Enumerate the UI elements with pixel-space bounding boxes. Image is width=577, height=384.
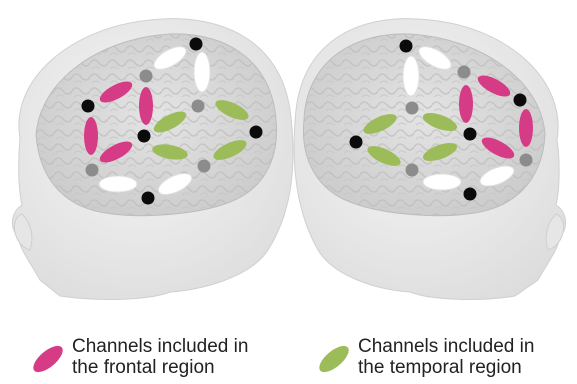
optode-source xyxy=(400,40,413,53)
optode-source xyxy=(138,130,151,143)
channel-other xyxy=(403,56,419,96)
optode-source xyxy=(350,136,363,149)
optode-detector xyxy=(406,102,419,115)
optode-source xyxy=(250,126,263,139)
optode-detector xyxy=(520,154,533,167)
legend-temporal-swatch xyxy=(314,337,354,377)
channel-frontal xyxy=(459,85,473,123)
legend-frontal-swatch xyxy=(28,337,68,377)
optode-detector xyxy=(406,164,419,177)
optode-detector xyxy=(86,164,99,177)
optode-detector xyxy=(458,66,471,79)
legend-temporal: Channels included in the temporal region xyxy=(314,336,534,378)
channel-frontal xyxy=(84,117,98,155)
optode-detector xyxy=(192,100,205,113)
legend-frontal: Channels included in the frontal region xyxy=(28,336,248,378)
optode-source xyxy=(142,192,155,205)
channel-other xyxy=(423,174,461,190)
optode-source xyxy=(190,38,203,51)
optode-source xyxy=(464,188,477,201)
legend-frontal-label: Channels included in the frontal region xyxy=(72,336,248,378)
channel-frontal xyxy=(139,87,153,125)
channel-other xyxy=(194,52,210,92)
legend-temporal-label: Channels included in the temporal region xyxy=(358,336,534,378)
optode-detector xyxy=(140,70,153,83)
optode-source xyxy=(464,128,477,141)
channel-other xyxy=(99,176,137,192)
left-head xyxy=(12,19,293,300)
optode-source xyxy=(514,94,527,107)
channel-frontal xyxy=(519,109,533,147)
optode-detector xyxy=(198,160,211,173)
head-brain-figure xyxy=(0,0,577,330)
optode-source xyxy=(82,100,95,113)
